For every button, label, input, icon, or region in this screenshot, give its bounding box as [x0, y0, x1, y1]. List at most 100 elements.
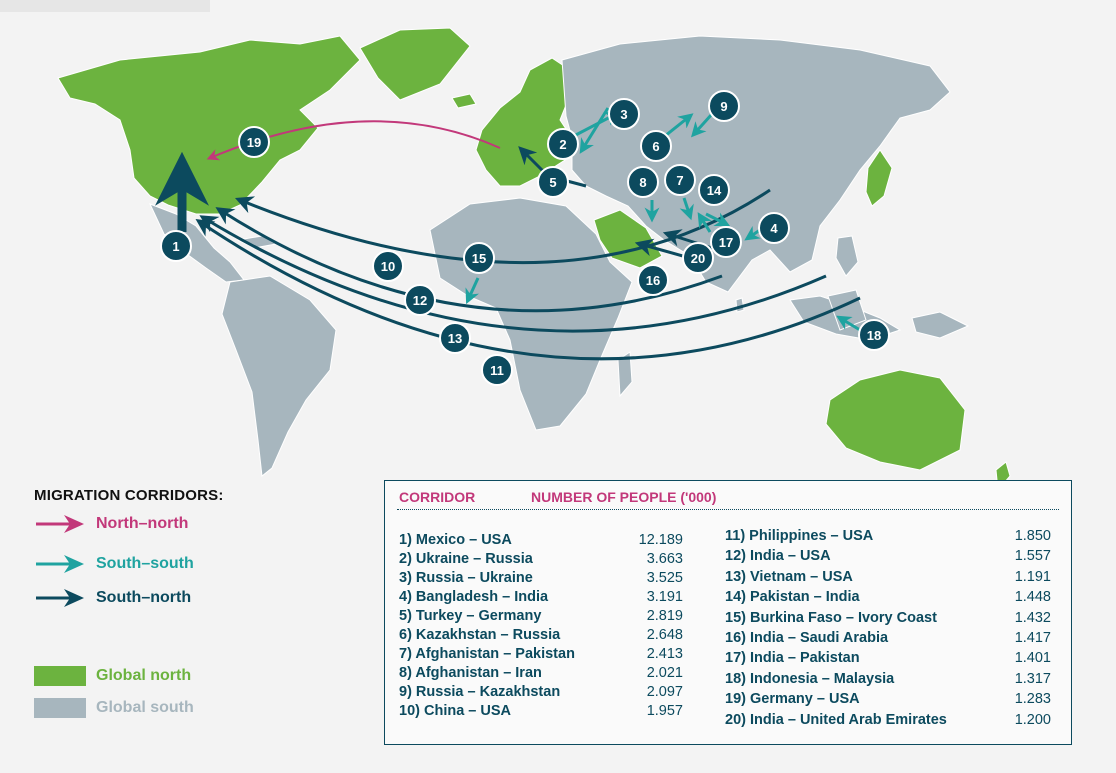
corridor-name: 8) Afghanistan – Iran [399, 665, 542, 681]
svg-text:20: 20 [691, 251, 705, 266]
legend-title: MIGRATION CORRIDORS: [34, 487, 224, 504]
marker-17: 17 [710, 226, 742, 258]
top-corner-strip [0, 0, 210, 12]
marker-16: 16 [637, 264, 669, 296]
corridor-value: 2.021 [646, 665, 683, 681]
corridor-value: 3.663 [646, 551, 683, 567]
svg-text:14: 14 [707, 183, 722, 198]
corridor-name: 13) Vietnam – USA [725, 568, 853, 585]
corridor-name: 6) Kazakhstan – Russia [399, 627, 561, 643]
marker-2: 2 [547, 128, 579, 160]
corridor-name: 5) Turkey – Germany [399, 608, 542, 624]
table-row: 6) Kazakhstan – Russia 2.648 [399, 627, 683, 646]
corridor-value: 3.191 [646, 589, 683, 605]
arrow-india-saudi [634, 238, 691, 260]
corridor-value: 1.401 [1014, 650, 1051, 667]
land-new-guinea [911, 311, 970, 339]
table-row: 2) Ukraine – Russia 3.663 [399, 551, 683, 570]
arrow-russia-kazakhstan [690, 112, 714, 138]
corridor-table: CORRIDOR NUMBER OF PEOPLE ('000) 1) Mexi… [384, 480, 1072, 745]
legend-label: North–north [96, 515, 189, 532]
corridor-value: 1.200 [1014, 711, 1051, 728]
corridor-value: 1.317 [1014, 670, 1051, 687]
corridor-name: 16) India – Saudi Arabia [725, 629, 889, 646]
north-north-arrow-icon [36, 515, 84, 533]
corridor-name: 7) Afghanistan – Pakistan [399, 646, 575, 662]
global-north-swatch [34, 666, 86, 686]
marker-19: 19 [238, 126, 270, 158]
marker-11: 11 [481, 354, 513, 386]
arrow-india-pakistan [697, 212, 712, 233]
svg-text:10: 10 [381, 259, 395, 274]
svg-text:16: 16 [646, 273, 660, 288]
svg-text:4: 4 [770, 221, 778, 236]
land-north-america [57, 35, 361, 215]
corridor-name: 12) India – USA [725, 548, 831, 565]
legend-label: Global north [96, 667, 192, 684]
corridor-name: 9) Russia – Kazakhstan [399, 684, 561, 700]
corridor-name: 20) India – United Arab Emirates [725, 711, 947, 728]
corridor-name: 3) Russia – Ukraine [399, 570, 533, 586]
corridor-value: 1.191 [1014, 568, 1051, 585]
corridor-value: 2.097 [646, 684, 683, 700]
svg-text:1: 1 [172, 239, 179, 254]
land-asia [561, 35, 951, 293]
marker-12: 12 [404, 284, 436, 316]
marker-8: 8 [627, 166, 659, 198]
legend-label: South–north [96, 589, 192, 606]
svg-text:9: 9 [720, 99, 727, 114]
corridor-name: 4) Bangladesh – India [399, 589, 549, 605]
corridor-value: 1.448 [1014, 589, 1051, 606]
corridor-value: 1.432 [1014, 609, 1051, 626]
south-north-arrow-icon [36, 589, 84, 607]
corridor-value: 3.525 [646, 570, 683, 586]
table-row: 17) India – Pakistan 1.401 [725, 650, 1051, 670]
corridor-name: 15) Burkina Faso – Ivory Coast [725, 609, 937, 626]
svg-text:3: 3 [620, 107, 627, 122]
svg-text:8: 8 [639, 175, 646, 190]
table-row: 15) Burkina Faso – Ivory Coast 1.432 [725, 609, 1051, 630]
land-south-america [221, 275, 337, 477]
table-row: 13) Vietnam – USA 1.191 [725, 568, 1051, 589]
corridor-name: 2) Ukraine – Russia [399, 551, 533, 567]
marker-1: 1 [160, 230, 192, 262]
legend-label: Global south [96, 699, 194, 716]
header-divider [397, 509, 1059, 510]
global-south-swatch [34, 698, 86, 718]
header-corridor: CORRIDOR [399, 489, 476, 505]
south-south-arrows [465, 107, 861, 332]
header-people: NUMBER OF PEOPLE ('000) [531, 489, 717, 505]
corridor-name: 18) Indonesia – Malaysia [725, 670, 895, 687]
land-philippines [835, 235, 859, 277]
arrow-burkina-ivory [465, 277, 480, 305]
arrow-ukraine-russia [569, 111, 620, 140]
arrow-india-usa [215, 207, 723, 313]
table-row: 4) Bangladesh – India 3.191 [399, 589, 683, 608]
land-madagascar [617, 351, 633, 398]
table-row: 3) Russia – Ukraine 3.525 [399, 570, 683, 589]
corridor-value: 12.189 [638, 532, 683, 548]
corridor-name: 17) India – Pakistan [725, 650, 860, 667]
svg-text:11: 11 [490, 363, 504, 378]
svg-text:6: 6 [652, 139, 659, 154]
corridor-markers: 1 2 3 4 5 6 7 8 9 10 11 12 13 14 15 16 1… [160, 90, 890, 386]
marker-18: 18 [858, 319, 890, 351]
marker-3: 3 [608, 98, 640, 130]
corridor-value: 2.648 [646, 627, 683, 643]
svg-text:5: 5 [549, 175, 556, 190]
arrow-vietnam-usa [199, 215, 827, 333]
corridor-value: 1.957 [646, 703, 683, 719]
arrow-russia-ukraine [579, 107, 610, 154]
svg-text:19: 19 [247, 135, 261, 150]
arrow-indonesia-malaysia [836, 315, 861, 332]
svg-text:17: 17 [719, 235, 733, 250]
